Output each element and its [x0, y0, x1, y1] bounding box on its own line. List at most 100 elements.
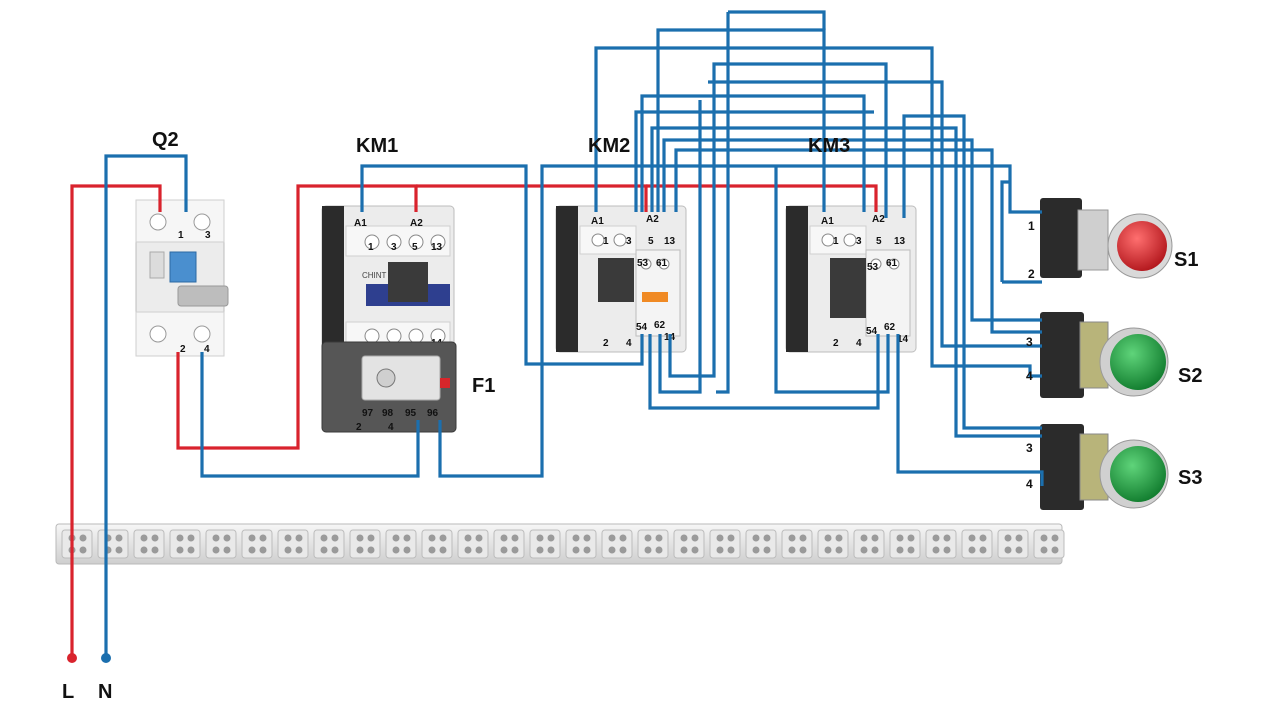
km2-terminal-3: 3: [626, 236, 632, 247]
f1-terminal-98: 98: [382, 408, 394, 419]
rail-screw: [788, 534, 796, 542]
km2-aux-61: 61: [656, 258, 668, 269]
rail-screw: [896, 534, 904, 542]
rail-screw: [176, 534, 184, 542]
s2-green-button: [1110, 334, 1166, 390]
rail-screw: [223, 534, 231, 542]
rail-terminal: [277, 529, 309, 559]
rail-screw: [752, 534, 760, 542]
rail-screw: [932, 534, 940, 542]
rail-terminal: [133, 529, 165, 559]
rail-screw: [428, 546, 436, 554]
rail-screw: [691, 534, 699, 542]
rail-terminal: [709, 529, 741, 559]
km3-aux-61: 61: [886, 258, 898, 269]
rail-screw: [403, 534, 411, 542]
phase-wires: [70, 184, 878, 657]
rail-screw: [511, 546, 519, 554]
km3-aux-62: 62: [884, 322, 896, 333]
rail-screw: [871, 546, 879, 554]
label-s3: S3: [1178, 467, 1202, 489]
rail-terminal: [457, 529, 489, 559]
rail-screw: [1004, 546, 1012, 554]
rail-terminal: [385, 529, 417, 559]
rail-screw: [968, 546, 976, 554]
neutral-end-dot: [101, 653, 111, 663]
rail-terminal: [961, 529, 993, 559]
label-km3: KM3: [808, 135, 850, 157]
rail-screw: [799, 546, 807, 554]
rail-screw: [212, 546, 220, 554]
km1-terminal-13: 13: [431, 242, 443, 253]
rail-screw: [979, 546, 987, 554]
rail-screw: [500, 546, 508, 554]
rail-screw: [536, 546, 544, 554]
km1-terminal-a2: A2: [410, 218, 423, 229]
rail-terminal: [817, 529, 849, 559]
rail-screw: [547, 534, 555, 542]
contactor-km3: A1 A2 1 3 5 13 53 61 54 62 2 4 14: [785, 205, 917, 353]
rail-screw: [644, 534, 652, 542]
rail-screw: [608, 546, 616, 554]
rail-screw: [392, 546, 400, 554]
rail-screw: [320, 534, 328, 542]
rail-screw: [619, 534, 627, 542]
rail-screw: [871, 534, 879, 542]
km1-terminal-1: 1: [368, 242, 374, 253]
rail-screw: [475, 534, 483, 542]
km1-terminal-5: 5: [412, 242, 418, 253]
rail-terminal: [529, 529, 561, 559]
km2-terminal-1: 1: [603, 236, 609, 247]
rail-screw: [500, 534, 508, 542]
km3-terminal-13: 13: [894, 236, 906, 247]
rail-screw: [716, 546, 724, 554]
km1-terminal-a1: A1: [354, 218, 367, 229]
rail-screw: [680, 546, 688, 554]
breaker-terminal-2: 2: [180, 344, 186, 355]
rail-screw: [608, 534, 616, 542]
rail-screw: [212, 534, 220, 542]
rail-screw: [187, 534, 195, 542]
rail-screw: [799, 534, 807, 542]
rail-screw: [248, 534, 256, 542]
rail-screw: [680, 534, 688, 542]
overload-relay-f1: 97 98 95 96 2 4: [321, 341, 457, 433]
rail-screw: [860, 534, 868, 542]
rail-screw: [943, 546, 951, 554]
rail-terminal: [421, 529, 453, 559]
km3-aux-54: 54: [866, 326, 878, 337]
rail-terminal: [349, 529, 381, 559]
km2-aux-53: 53: [637, 258, 649, 269]
rail-terminal: [781, 529, 813, 559]
rail-terminal: [889, 529, 921, 559]
rail-terminal: [313, 529, 345, 559]
rail-terminal: [673, 529, 705, 559]
rail-terminal: [601, 529, 633, 559]
km3-terminal-2: 2: [833, 338, 839, 349]
rail-terminal: [493, 529, 525, 559]
f1-terminal-4: 4: [388, 422, 394, 433]
rail-screw: [716, 534, 724, 542]
rail-screw: [259, 534, 267, 542]
control-wires: [104, 10, 1044, 657]
rail-terminal: [1033, 529, 1065, 559]
rail-screw: [619, 546, 627, 554]
s1-terminal-1: 1: [1028, 219, 1035, 233]
rail-screw: [115, 534, 123, 542]
f1-terminal-2: 2: [356, 422, 362, 433]
rail-screw: [475, 546, 483, 554]
s1-terminal-2: 2: [1028, 267, 1035, 281]
breaker-terminal-1: 1: [178, 230, 184, 241]
rail-screw: [1051, 546, 1059, 554]
rail-screw: [860, 546, 868, 554]
rail-screw: [583, 546, 591, 554]
rail-terminal: [925, 529, 957, 559]
rail-screw: [655, 534, 663, 542]
rail-screw: [1004, 534, 1012, 542]
rail-screw: [392, 534, 400, 542]
label-n: N: [98, 681, 112, 703]
rail-screw: [295, 546, 303, 554]
rail-screw: [428, 534, 436, 542]
